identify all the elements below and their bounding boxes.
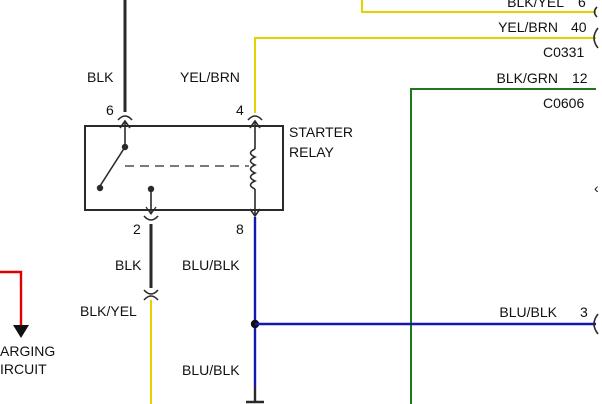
relay-fixed-contact [147,185,155,193]
relay-switch-arm [99,146,126,187]
connector-cup-top [593,6,598,18]
relay-name-line2: RELAY [289,144,335,160]
pin-number-40: 40 [571,19,587,35]
wire-yel-brn [254,37,596,113]
connector-cup-pin4 [247,115,263,121]
connector-cup-pin2 [143,215,159,221]
wire-blk-yel-top [361,0,596,13]
relay-switch-arrow-down [145,206,157,216]
pin-number-6-top: 6 [578,0,586,10]
label-yel-brn-pin4: YEL/BRN [180,69,240,85]
label-blk-pin6: BLK [87,69,114,85]
relay-name-line1: STARTER [289,124,353,140]
connector-cup-40 [593,27,599,49]
label-blu-blk-pin8: BLU/BLK [182,257,240,273]
charging-label-line2: IRCUIT [0,361,47,377]
inline-connector-top [143,295,159,301]
label-blk-yel-top: BLK/YEL [507,0,564,10]
relay-coil-arrow-down [249,208,261,218]
label-yel-brn-right: YEL/BRN [498,19,558,35]
connector-cup-pin3 [593,313,599,335]
label-blk-yel-lower: BLK/YEL [80,303,137,319]
pin-number-6: 6 [106,102,114,118]
edge-mark: ‹ [594,180,599,196]
wire-blk-grn [410,88,596,404]
relay-coil [249,148,257,190]
relay-coil-arrow-up [249,119,261,129]
connector-cup-pin6 [117,115,133,121]
pin-number-3: 3 [580,304,588,320]
charging-label-line1: ARGING [0,343,55,359]
charging-arrow-icon [13,325,29,338]
pin-number-8: 8 [236,221,244,237]
wire-red-charging [0,270,23,325]
label-blu-blk-lower: BLU/BLK [182,362,240,378]
pin-number-2: 2 [133,221,141,237]
relay-switch-arrow-up [119,119,131,129]
label-blu-blk-right: BLU/BLK [499,304,557,320]
pin-number-4: 4 [236,102,244,118]
connector-c0606: C0606 [543,95,584,111]
label-blk-pin2: BLK [115,257,142,273]
relay-switch-contact [96,184,104,192]
label-blk-grn: BLK/GRN [497,70,558,86]
inline-connector-bottom [143,289,159,295]
pin-number-12: 12 [572,70,588,86]
connector-c0331: C0331 [543,44,584,60]
starter-relay-box [84,125,284,211]
